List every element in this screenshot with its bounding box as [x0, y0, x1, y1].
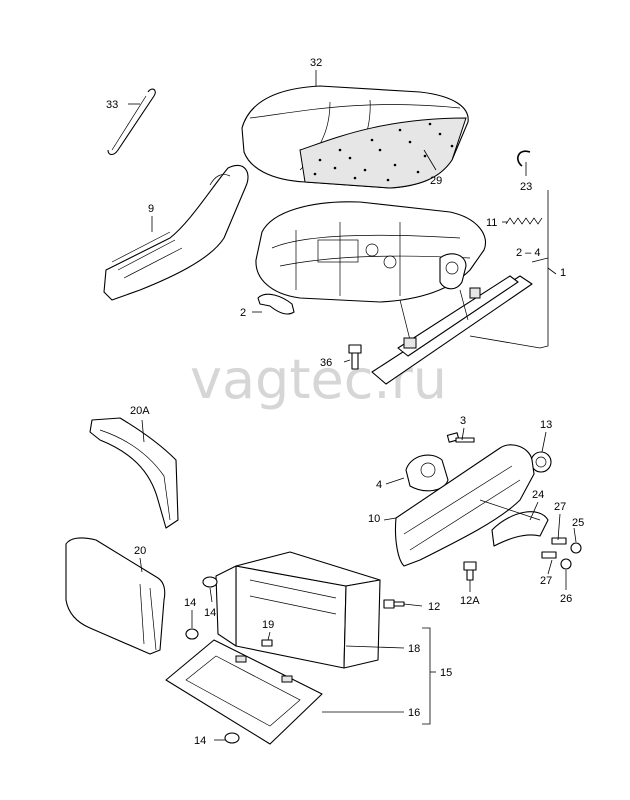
label-29: 29 — [430, 175, 442, 187]
label-19: 19 — [262, 619, 274, 631]
screw-3 — [446, 432, 475, 443]
label-3: 3 — [460, 415, 466, 427]
cap-2 — [257, 293, 295, 315]
label-32: 32 — [310, 57, 322, 69]
drawer-lid-16 — [165, 639, 323, 745]
fastener-27b — [541, 551, 557, 559]
label-20: 20 — [134, 545, 146, 557]
label-14b: 14 — [204, 607, 216, 619]
fastener-27a — [551, 537, 567, 545]
plug-14a — [202, 576, 218, 588]
fastener-26 — [560, 558, 572, 570]
knob-13 — [530, 451, 552, 473]
motor-4 — [405, 454, 449, 492]
labels: 32 33 29 23 9 11 2 – 4 1 2 36 20A 3 13 4… — [106, 57, 584, 747]
label-33: 33 — [106, 99, 118, 111]
trim-panel-20A — [89, 417, 179, 529]
label-9: 9 — [148, 203, 154, 215]
bolt-12A — [463, 561, 477, 581]
label-12A: 12A — [460, 595, 480, 607]
label-13: 13 — [540, 419, 552, 431]
label-14c: 14 — [194, 735, 206, 747]
side-trim-9 — [103, 164, 249, 301]
label-4: 4 — [376, 479, 382, 491]
label-10: 10 — [368, 513, 380, 525]
label-12: 12 — [428, 601, 440, 613]
label-20A: 20A — [130, 405, 150, 417]
label-24: 24 — [532, 489, 544, 501]
label-25: 25 — [572, 517, 584, 529]
plug-14c — [224, 732, 240, 744]
label-23: 23 — [520, 181, 532, 193]
label-27b: 27 — [540, 575, 552, 587]
label-14a: 14 — [184, 597, 196, 609]
label-11: 11 — [486, 217, 497, 229]
leader-lines — [128, 70, 577, 741]
fastener-25 — [570, 542, 582, 554]
label-2: 2 — [240, 307, 246, 319]
bolt-36 — [348, 344, 362, 370]
label-1: 1 — [560, 267, 566, 279]
spring-11 — [505, 217, 543, 225]
drawer-box-18 — [215, 551, 381, 669]
label-18: 18 — [408, 643, 420, 655]
label-26: 26 — [560, 593, 572, 605]
bracket-10 — [394, 444, 549, 567]
cover-20 — [65, 537, 166, 655]
wire-hook-33 — [107, 88, 156, 156]
seat-cushion-32 — [241, 85, 469, 189]
screw-12 — [383, 599, 405, 609]
label-36: 36 — [320, 357, 332, 369]
seat-frame — [255, 201, 533, 385]
clip-19 — [261, 639, 273, 647]
label-15: 15 — [440, 667, 452, 679]
label-2-4: 2 – 4 — [516, 247, 540, 259]
clip-23 — [517, 150, 531, 167]
label-16: 16 — [408, 707, 420, 719]
plug-14b — [185, 628, 199, 640]
label-27a: 27 — [554, 501, 566, 513]
